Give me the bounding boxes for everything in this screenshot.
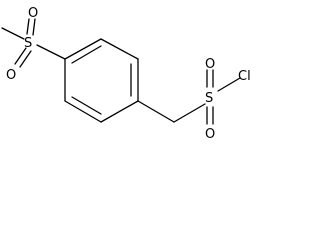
atom-label-cl: Cl	[238, 69, 251, 84]
methylsulfonyl-group	[1, 18, 66, 68]
benzene-ring	[64, 38, 139, 123]
atom-label-o-left-top: O	[28, 6, 38, 21]
sulfonyl-chloride-group	[137, 69, 241, 125]
atom-label-o-left-bottom: O	[6, 68, 16, 83]
ring-bond-5	[64, 100, 102, 123]
bond-s-cl	[217, 77, 241, 92]
atom-label-s-left: S	[24, 36, 32, 51]
bond-s-o-top-1	[26, 18, 30, 35]
ring-bond-1	[64, 38, 102, 60]
atom-label-s-right: S	[205, 91, 213, 106]
ring-bond-2	[100, 38, 139, 60]
bond-ring-ch2	[137, 100, 175, 123]
ring-double-bond-c	[71, 96, 102, 115]
chemical-structure: S O O S O O Cl	[1, 6, 251, 142]
bond-s-ring	[36, 44, 66, 60]
atom-label-o-right-top: O	[205, 57, 215, 72]
bond-s-o-top-2	[32, 18, 36, 36]
atom-label-o-right-bottom: O	[205, 127, 215, 142]
ring-double-bond-a	[71, 45, 102, 64]
ring-bond-4	[100, 100, 139, 123]
bond-ch2-s	[173, 103, 206, 123]
bond-s-o-bottom-1	[14, 47, 27, 65]
bond-s-o-bottom-2	[19, 50, 32, 68]
bond-methyl-s	[1, 27, 25, 40]
